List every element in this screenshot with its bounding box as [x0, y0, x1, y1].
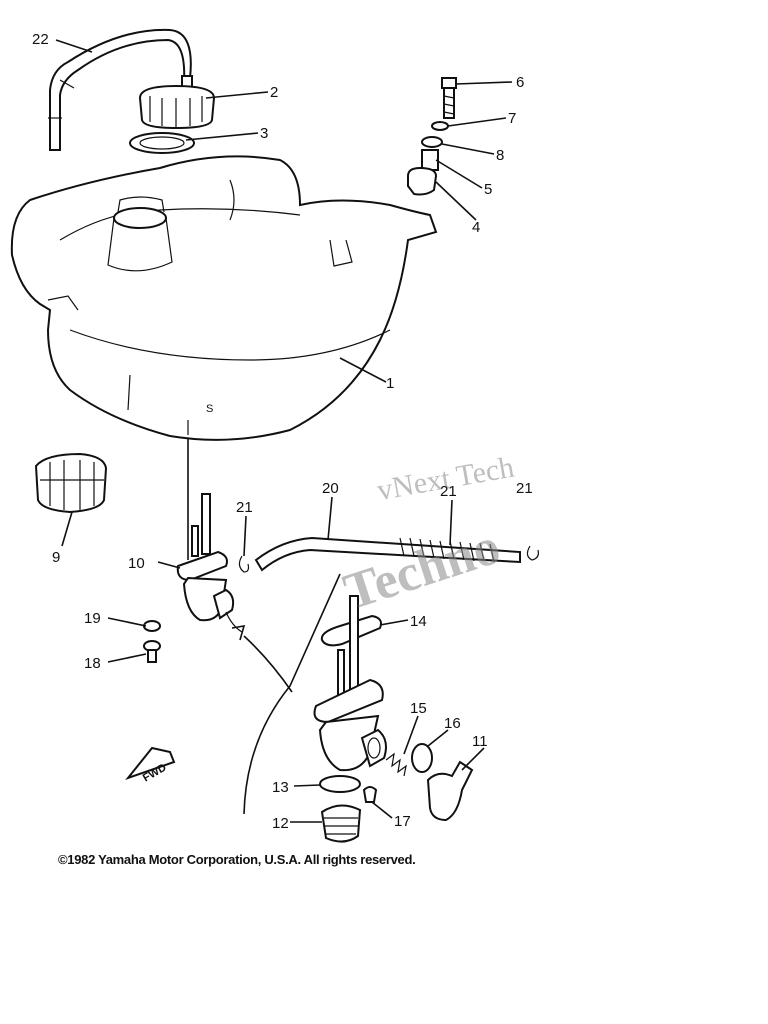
callout-15: 15	[410, 700, 427, 717]
callout-7: 7	[508, 110, 516, 127]
screw-part	[143, 640, 161, 663]
copyright-notice: ©1982 Yamaha Motor Corporation, U.S.A. A…	[58, 852, 416, 867]
damper-part	[407, 166, 438, 196]
callout-22: 21	[440, 483, 457, 500]
callout-21-left: 21	[236, 499, 253, 516]
callout-labels: 22 2 3 6 7 8 5 4 1 9 10 21 20 21 21 19 1…	[32, 31, 533, 832]
sediment-cup-part	[320, 804, 362, 843]
fuel-pipe-part	[254, 536, 521, 572]
hose-clip-part	[238, 555, 250, 573]
callout-12: 12	[272, 815, 289, 832]
callout-16: 16	[444, 715, 461, 732]
pipe-clip-part	[526, 545, 539, 561]
spring-part	[385, 752, 407, 777]
callout-10: 10	[128, 555, 145, 572]
fuel-cap-part	[138, 75, 216, 130]
strainer-nut-part	[34, 452, 108, 514]
plate-washer-part	[421, 136, 443, 148]
watermark-line2: Techno	[337, 518, 507, 622]
callout-8: 8	[496, 147, 504, 164]
screw-washer-part	[143, 620, 161, 632]
leader-lines	[55, 39, 513, 823]
callout-18: 18	[84, 655, 101, 672]
callout-17: 17	[394, 813, 411, 830]
svg-text:S: S	[206, 403, 213, 415]
forward-direction-arrow: FWD	[125, 746, 176, 785]
fuel-tank-part: S	[10, 155, 438, 441]
washer-part	[431, 121, 449, 131]
callout-21-right: 21	[516, 480, 533, 497]
callout-3: 3	[260, 125, 268, 142]
callout-5: 5	[484, 181, 492, 198]
callout-13: 13	[272, 779, 289, 796]
small-screw-part	[362, 786, 378, 803]
callout-20: 20	[322, 480, 339, 497]
callout-14: 14	[410, 613, 427, 630]
callout-19: 19	[84, 610, 101, 627]
assembly-leader-line	[243, 573, 341, 815]
collar-part	[421, 149, 439, 171]
elbow-joint-part	[426, 760, 474, 822]
fuel-cock-body-part	[313, 595, 387, 772]
cup-o-ring-part	[319, 775, 361, 793]
callout-4: 4	[472, 219, 480, 236]
callout-9: 9	[52, 549, 60, 566]
callout-2: 2	[270, 84, 278, 101]
fuel-cock-part	[176, 438, 243, 633]
o-ring-part	[411, 743, 433, 773]
bolt-part	[441, 77, 457, 119]
callout-11: 11	[472, 733, 488, 750]
callout-23: 22	[32, 31, 49, 48]
callout-6: 6	[516, 74, 524, 91]
callout-1: 1	[386, 375, 394, 392]
cap-gasket-part	[129, 132, 195, 154]
